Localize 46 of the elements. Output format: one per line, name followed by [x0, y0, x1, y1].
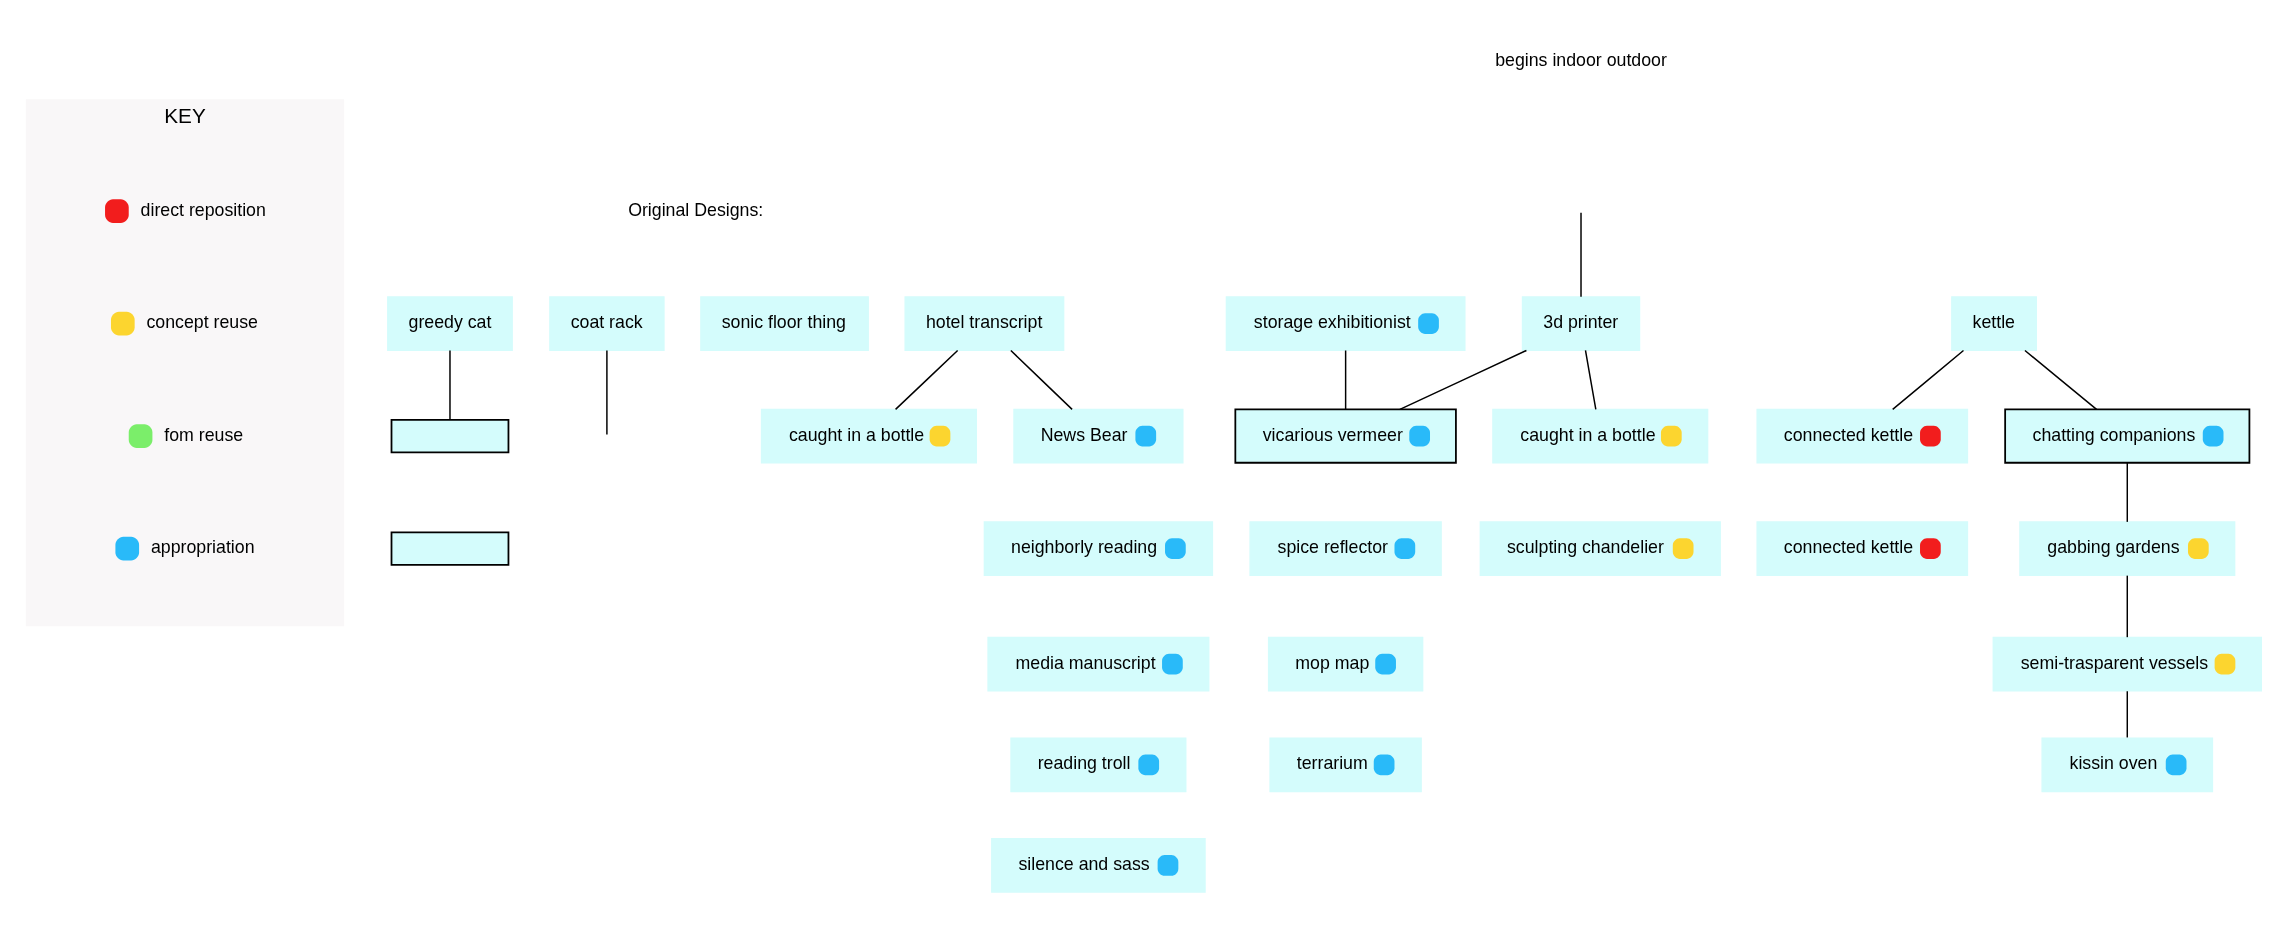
node-box: kettle	[1951, 296, 2037, 351]
node-box: gabbing gardens	[2019, 521, 2236, 576]
connector	[2024, 349, 2098, 411]
node-box: mop map	[1267, 636, 1424, 692]
node-box: silence and sass	[991, 838, 1206, 893]
node-box: semi-trasparent vessels	[1992, 636, 2262, 692]
node-box: kissin oven	[2041, 737, 2214, 793]
connector	[1399, 349, 1528, 411]
node-box: reading troll	[1010, 737, 1187, 793]
connector	[2126, 462, 2128, 523]
connector	[1891, 349, 1965, 411]
connector	[606, 349, 608, 436]
legend-label: appropriation	[150, 537, 255, 558]
connector	[1580, 211, 1582, 298]
connector	[1344, 349, 1347, 411]
node-box: neighborly reading	[983, 521, 1214, 576]
node-box: 3d printer	[1521, 296, 1641, 351]
node-box	[390, 531, 510, 566]
label: Original Designs:	[628, 199, 764, 220]
connector	[894, 349, 959, 411]
connector	[449, 349, 451, 421]
node-box: vicarious vermeer	[1234, 408, 1457, 464]
connector	[2126, 574, 2128, 638]
label: begins indoor outdoor	[1495, 50, 1667, 71]
connector	[1010, 349, 1073, 411]
node-box: caught in a bottle	[760, 408, 977, 464]
node-box	[390, 418, 510, 454]
node-box: terrarium	[1269, 737, 1422, 793]
node-box: connected kettle	[1756, 408, 1969, 464]
node-box: hotel transcript	[904, 296, 1065, 351]
node-box: storage exhibitionist	[1225, 296, 1466, 351]
node-box: chatting companions	[2004, 408, 2251, 464]
node-box: spice reflector	[1249, 521, 1442, 576]
node-box: connected kettle	[1756, 521, 1969, 576]
connector	[1584, 349, 1597, 411]
legend-label: direct reposition	[140, 199, 266, 220]
node-box: sculpting chandelier	[1479, 521, 1721, 576]
node-box: greedy cat	[387, 296, 513, 351]
node-box: media manuscript	[987, 636, 1210, 692]
node-box: sonic floor thing	[700, 296, 869, 351]
connector	[2126, 690, 2128, 739]
legend-label: fom reuse	[164, 424, 244, 445]
node-box: caught in a bottle	[1492, 408, 1709, 464]
node-box: News Bear	[1013, 408, 1184, 464]
node-box: coat rack	[549, 296, 665, 351]
legend-label: concept reuse	[146, 312, 259, 333]
